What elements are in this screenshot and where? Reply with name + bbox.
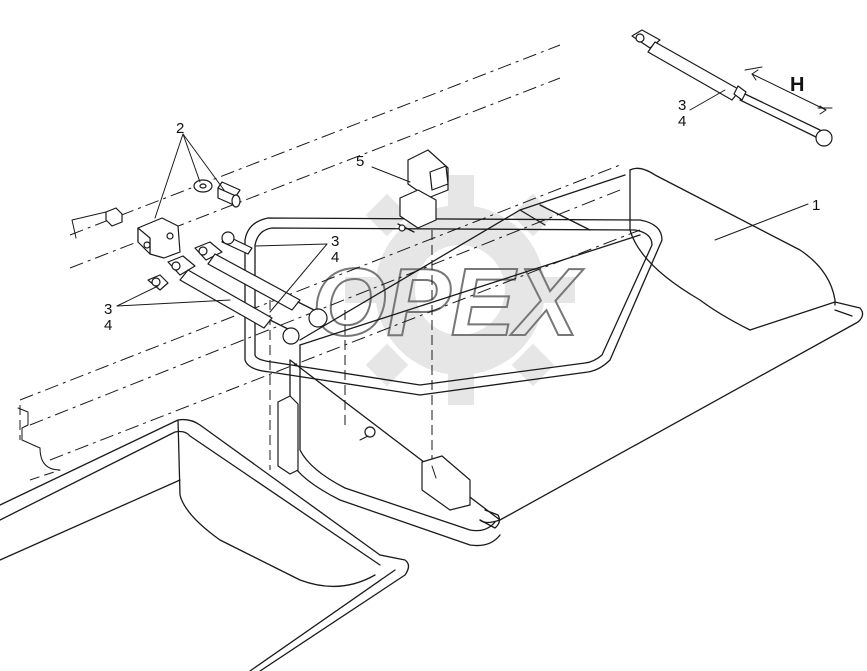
gas-strut-upper-right [631, 29, 833, 147]
lock-mechanism [397, 149, 449, 233]
label-item-4-left: 4 [104, 317, 112, 334]
watermark-gear [345, 175, 575, 405]
pin [359, 426, 376, 441]
lower-left-bin [0, 418, 410, 671]
mount-bracket [71, 207, 181, 259]
gas-strut-pair-mid [167, 231, 328, 345]
label-item-4-mid: 4 [331, 249, 339, 266]
leader-lines [116, 133, 809, 313]
watermark-text: OPEX [312, 249, 584, 356]
label-item-1: 1 [812, 197, 820, 214]
lid-frame [244, 217, 663, 396]
label-item-3-mid: 3 [331, 233, 339, 250]
washer [193, 179, 213, 193]
rear-storage-bin [299, 167, 864, 524]
label-dimension-h: H [790, 74, 804, 96]
label-item-5: 5 [356, 153, 364, 170]
label-item-2: 2 [176, 120, 184, 137]
left-panel-edge [17, 407, 61, 471]
latch-bracket-left [277, 395, 299, 475]
latch-catch-right [421, 455, 471, 511]
label-item-3-upper: 3 [678, 97, 686, 114]
label-item-4-upper: 4 [678, 113, 686, 130]
strut-clip-left [147, 274, 169, 291]
label-item-3-left: 3 [104, 301, 112, 318]
bolt [217, 181, 241, 208]
